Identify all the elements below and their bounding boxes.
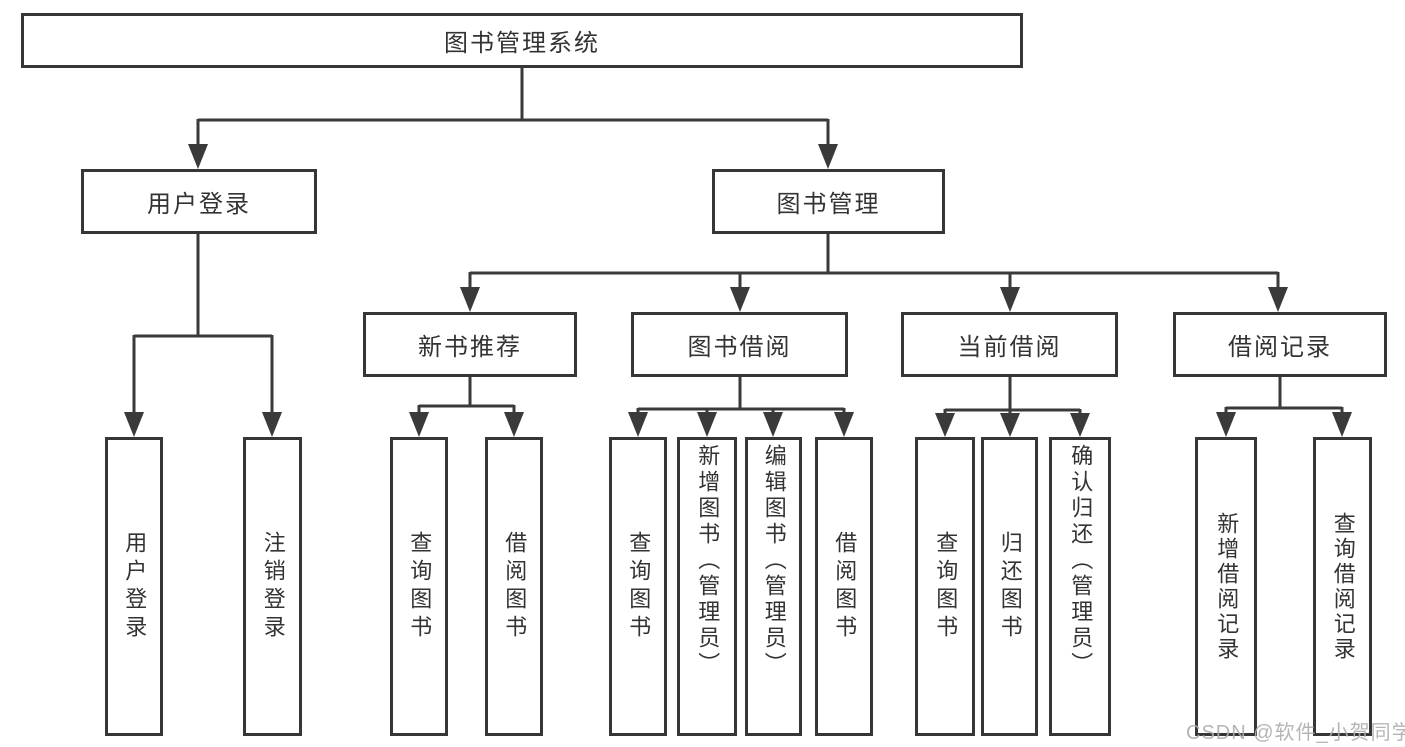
leaf-return-books: 归还图书 <box>981 437 1038 736</box>
connector-new-book-recommend-children <box>409 377 524 437</box>
leaf-query-books-1-label: 查询图书 <box>407 530 433 643</box>
leaf-borrow-books-1: 借阅图书 <box>485 437 543 736</box>
node-borrow-records: 借阅记录 <box>1173 312 1387 377</box>
leaf-logout-login: 注销登录 <box>243 437 302 736</box>
leaf-confirm-return-admin-label: 确认归还（管理员） <box>1068 444 1094 678</box>
node-user-login: 用户登录 <box>81 169 317 234</box>
node-current-borrow: 当前借阅 <box>901 312 1118 377</box>
leaf-return-books-label: 归还图书 <box>997 530 1023 643</box>
node-root: 图书管理系统 <box>21 13 1023 68</box>
connector-book-management-children <box>460 234 1288 312</box>
leaf-borrow-books-2-label: 借阅图书 <box>832 530 858 643</box>
connector-book-borrow-children <box>628 377 854 437</box>
connector-current-borrow-children <box>935 377 1090 437</box>
leaf-query-books-1: 查询图书 <box>390 437 448 736</box>
leaf-borrow-books-2: 借阅图书 <box>815 437 873 736</box>
leaf-query-books-2: 查询图书 <box>609 437 667 736</box>
leaf-edit-book-admin-label: 编辑图书（管理员） <box>761 444 787 678</box>
leaf-query-books-3-label: 查询图书 <box>933 530 959 643</box>
node-book-borrow: 图书借阅 <box>631 312 848 377</box>
connector-user-login-children <box>124 234 282 437</box>
leaf-query-borrow-record: 查询借阅记录 <box>1313 437 1372 736</box>
leaf-add-borrow-record: 新增借阅记录 <box>1195 437 1257 736</box>
leaf-borrow-books-1-label: 借阅图书 <box>502 530 528 643</box>
leaf-user-login-label: 用户登录 <box>122 530 148 643</box>
node-new-book-recommend: 新书推荐 <box>363 312 577 377</box>
csdn-watermark: CSDN @软件_小贺同学 <box>1186 722 1405 744</box>
leaf-add-book-admin: 新增图书（管理员） <box>677 437 737 736</box>
connector-root-to-level2 <box>188 68 838 169</box>
leaf-query-books-3: 查询图书 <box>915 437 975 736</box>
leaf-query-borrow-record-label: 查询借阅记录 <box>1330 511 1356 662</box>
leaf-confirm-return-admin: 确认归还（管理员） <box>1049 437 1111 736</box>
node-book-management: 图书管理 <box>712 169 945 234</box>
connector-borrow-records-children <box>1216 377 1352 437</box>
leaf-add-borrow-record-label: 新增借阅记录 <box>1214 511 1240 662</box>
leaf-edit-book-admin: 编辑图书（管理员） <box>745 437 802 736</box>
leaf-user-login: 用户登录 <box>105 437 163 736</box>
leaf-logout-login-label: 注销登录 <box>260 530 286 643</box>
leaf-query-books-2-label: 查询图书 <box>626 530 652 643</box>
leaf-add-book-admin-label: 新增图书（管理员） <box>695 444 721 678</box>
